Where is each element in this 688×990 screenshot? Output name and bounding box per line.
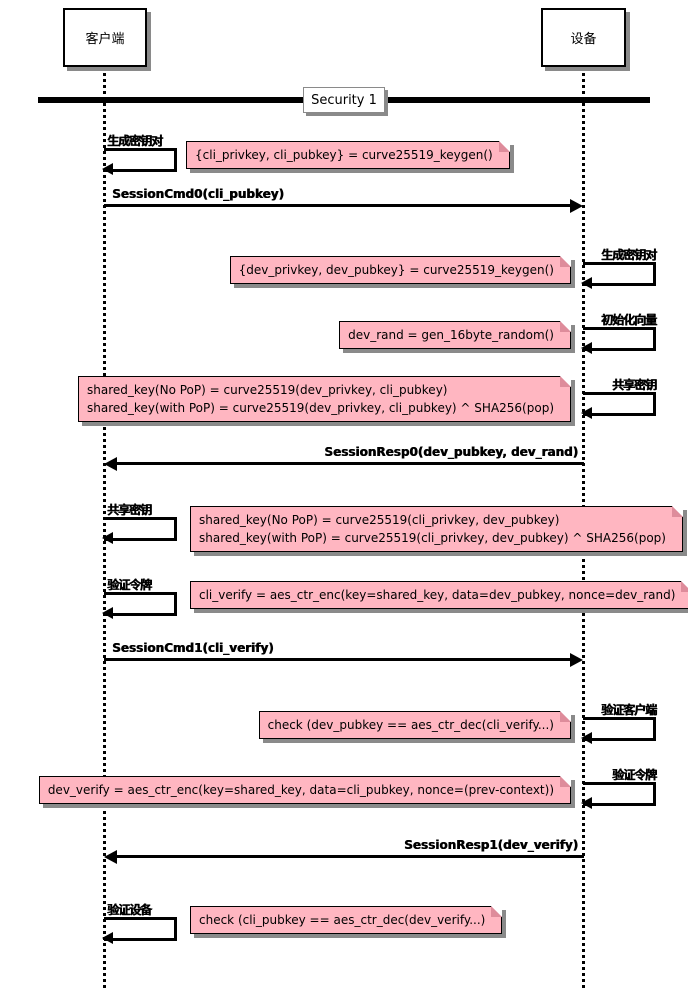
note-device-init-vector: dev_rand = gen_16byte_random() (339, 321, 571, 349)
label-client-verify-device: 验证设备 (107, 903, 152, 917)
actor-client-label: 客户端 (85, 32, 125, 47)
arrowhead-left-icon (104, 850, 117, 864)
label-sessionresp0: SessionResp0(dev_pubkey, dev_rand) (324, 445, 578, 459)
note-line: shared_key(No PoP) = curve25519(cli_priv… (199, 513, 560, 527)
label-device-init-vector: 初始化向量 (600, 313, 657, 327)
actor-device-label: 设备 (570, 32, 597, 47)
lifeline-client (103, 67, 106, 990)
note-device-keygen: {dev_privkey, dev_pubkey} = curve25519_k… (229, 256, 572, 284)
note-device-verify-token: dev_verify = aes_ctr_enc(key=shared_key,… (38, 776, 572, 804)
self-arrow-client-verify-device (102, 917, 177, 944)
note-client-shared-key: shared_key(No PoP) = curve25519(cli_priv… (190, 506, 683, 552)
arrow-sessioncmd0 (104, 204, 571, 207)
self-arrow-device-init-vector (581, 327, 656, 354)
arrowhead-right-icon (570, 199, 583, 213)
arrow-sessionresp0 (117, 462, 584, 465)
self-arrow-client-keygen (102, 148, 177, 175)
label-device-verify-client: 验证客户端 (600, 703, 657, 717)
self-arrow-client-shared-key (102, 517, 177, 544)
note-client-verify-token: cli_verify = aes_ctr_enc(key=shared_key,… (190, 581, 688, 609)
label-client-keygen: 生成密钥对 (107, 134, 163, 148)
label-sessioncmd0: SessionCmd0(cli_pubkey) (112, 187, 284, 201)
separator-label-text: Security 1 (311, 92, 377, 108)
label-sessionresp1: SessionResp1(dev_verify) (404, 838, 578, 852)
label-device-verify-token: 验证令牌 (611, 768, 657, 782)
arrowhead-right-icon (570, 653, 583, 667)
arrow-sessioncmd1 (104, 658, 571, 661)
separator-label: Security 1 (303, 87, 385, 113)
label-client-shared-key: 共享密钥 (107, 503, 152, 517)
label-device-keygen: 生成密钥对 (600, 248, 657, 262)
note-device-verify-client: check (dev_pubkey == aes_ctr_dec(cli_ver… (258, 711, 572, 739)
note-line: shared_key(with PoP) = curve25519(cli_pr… (199, 531, 666, 545)
arrow-sessionresp1 (117, 855, 584, 858)
note-client-keygen: {cli_privkey, cli_pubkey} = curve25519_k… (186, 141, 510, 169)
label-client-verify-token: 验证令牌 (107, 578, 152, 592)
self-arrow-device-keygen (581, 262, 656, 289)
note-device-shared-key: shared_key(No PoP) = curve25519(dev_priv… (78, 376, 571, 422)
note-line: shared_key(No PoP) = curve25519(dev_priv… (87, 383, 448, 397)
arrowhead-left-icon (104, 457, 117, 471)
self-arrow-client-verify-token (102, 592, 177, 619)
self-arrow-device-verify-client (581, 717, 656, 744)
actor-device-box: 设备 (541, 8, 626, 67)
self-arrow-device-verify-token (581, 782, 656, 809)
label-device-shared-key: 共享密钥 (611, 378, 657, 392)
label-sessioncmd1: SessionCmd1(cli_verify) (112, 641, 274, 655)
actor-client-box: 客户端 (63, 8, 147, 67)
note-client-verify-device: check (cli_pubkey == aes_ctr_dec(dev_ver… (190, 906, 503, 934)
note-line: shared_key(with PoP) = curve25519(dev_pr… (87, 401, 554, 415)
self-arrow-device-shared-key (581, 392, 656, 419)
